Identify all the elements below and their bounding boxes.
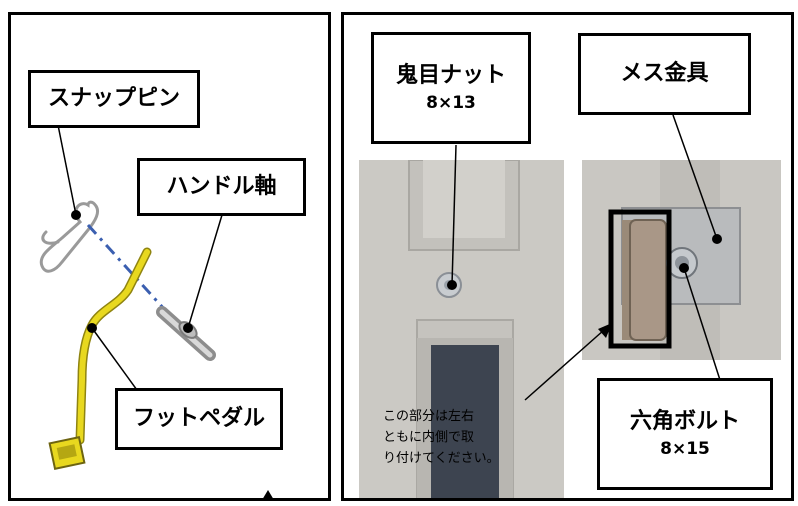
foot-pedal-label: フットペダル [115,388,283,450]
oni-nut-label-size: 8×13 [426,92,476,113]
installation-note: この部分は左右 ともに内側で取 り付けてください。 [383,406,553,469]
female-fitting-label: メス金具 [578,33,751,115]
oni-nut-photo [359,160,564,498]
installation-note-line: ともに内側で取 [383,430,475,445]
handle-shaft-leader [187,214,223,329]
hex-bolt-leader [683,267,721,381]
oni-nut-label: 鬼目ナット 8×13 [371,32,531,144]
alignment-dash-line [86,223,167,312]
oni-nut-label-title: 鬼目ナット [395,62,506,88]
handle-shaft-label-text: ハンドル軸 [166,174,277,200]
snap-pin-illustration [39,200,100,273]
installation-note-line: この部分は左右 [383,409,475,424]
snap-pin-label: スナップピン [28,70,200,128]
female-fitting-photo-art [582,160,781,360]
snap-pin-leader [57,124,77,216]
hex-bolt-label-size: 8×15 [660,438,710,459]
installation-note-line: り付けてください。 [383,451,500,466]
bottom-arrow-tip [262,490,274,500]
snap-pin-label-text: スナップピン [47,86,180,112]
female-fitting-leader [672,114,718,240]
female-fitting-label-text: メス金具 [620,61,709,87]
oni-nut-leader [451,144,457,286]
foot-pedal-label-text: フットペダル [132,406,265,432]
note-arrow-line [524,329,605,401]
note-arrow-head [598,323,612,338]
hex-bolt-label: 六角ボルト 8×15 [597,378,773,490]
oni-nut-photo-art [359,160,564,498]
female-fitting-photo [582,160,781,360]
hex-bolt-label-title: 六角ボルト [629,408,740,434]
handle-shaft-label: ハンドル軸 [137,158,306,216]
